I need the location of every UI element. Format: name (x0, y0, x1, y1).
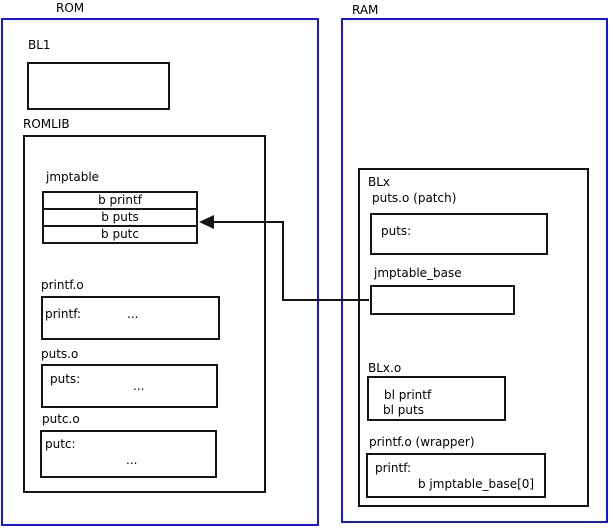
blx-label: BLx (368, 175, 391, 189)
connector-segment-horizontal-lower (282, 299, 369, 301)
printf-o-label: printf.o (41, 278, 84, 292)
printf-o-box: printf: ... (41, 296, 220, 340)
jmptable-row-b-putc: b putc (42, 225, 198, 244)
connector-arrowhead-icon (199, 215, 214, 229)
connector-segment-vertical (282, 221, 284, 301)
puts-patch-box: puts: (370, 213, 548, 255)
puts-o-box: puts: ... (41, 364, 218, 408)
printf-wrapper-box: printf: b jmptable_base[0] (366, 453, 546, 498)
puts-o-symbol: puts: (50, 372, 81, 386)
blx-o-label: BLx.o (368, 361, 402, 375)
blx-o-box: bl printf bl puts (367, 376, 506, 421)
putc-o-box: putc: ... (40, 430, 217, 478)
printf-o-symbol: printf: (45, 307, 82, 321)
putc-o-symbol: putc: (45, 437, 76, 451)
romlib-label: ROMLIB (23, 117, 70, 131)
blx-o-line-bl-puts: bl puts (383, 403, 424, 417)
printf-wrapper-label: printf.o (wrapper) (369, 435, 475, 449)
printf-wrapper-body: b jmptable_base[0] (418, 477, 535, 491)
puts-o-label: puts.o (41, 347, 79, 361)
blx-box: BLx puts.o (patch) puts: jmptable_base B… (358, 168, 589, 507)
ram-region-label: RAM (352, 3, 379, 17)
bl1-label: BL1 (28, 38, 51, 52)
printf-wrapper-symbol: printf: (375, 461, 412, 475)
jmptable-rows: b printf b puts b putc (42, 191, 198, 244)
putc-o-ellipsis: ... (126, 453, 138, 467)
jmptable-base-box (370, 285, 515, 315)
puts-o-ellipsis: ... (133, 379, 145, 393)
blx-o-line-bl-printf: bl printf (384, 388, 432, 402)
jmptable-label: jmptable (46, 170, 100, 184)
puts-patch-symbol: puts: (381, 224, 412, 238)
puts-patch-label: puts.o (patch) (372, 191, 457, 205)
printf-o-ellipsis: ... (127, 307, 139, 321)
rom-region-label: ROM (56, 1, 85, 15)
jmptable-base-label: jmptable_base (374, 266, 462, 280)
connector-segment-horizontal-upper (212, 221, 284, 223)
putc-o-label: putc.o (42, 412, 80, 426)
bl1-box (27, 62, 170, 110)
